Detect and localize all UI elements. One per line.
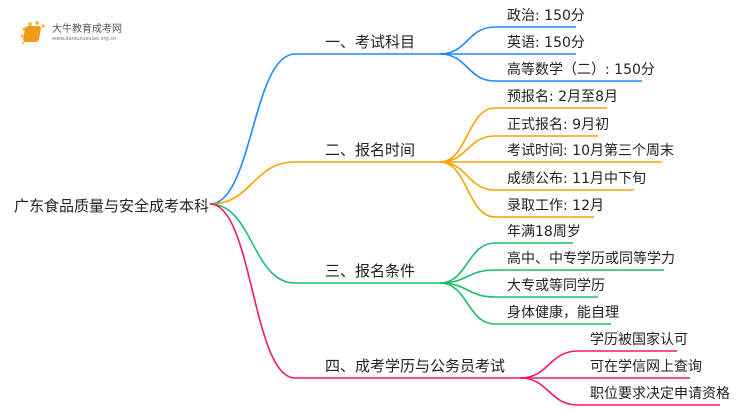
child-topic: 大专或等同学历 [507, 277, 605, 294]
child-topic: 高等数学（二）: 150分 [507, 61, 655, 78]
child-topic: 高中、中专学历或同等学力 [507, 250, 675, 267]
child-topic: 英语: 150分 [507, 34, 585, 51]
child-connector [439, 161, 594, 218]
child-connector [439, 26, 576, 55]
branch-connector [209, 203, 520, 379]
child-topic: 学历被国家认可 [590, 331, 688, 348]
root-topic: 广东食品质量与安全成考本科 [14, 197, 209, 215]
branch-connector [209, 53, 440, 205]
child-topic: 考试时间: 10月第三个周末 [507, 142, 674, 159]
branch-topic: 三、报名条件 [325, 262, 415, 280]
child-connector [439, 107, 607, 163]
branch-topic: 二、报名时间 [325, 141, 415, 159]
child-connector [439, 282, 611, 325]
branch-topic: 一、考试科目 [325, 33, 415, 51]
child-topic: 录取工作: 12月 [507, 198, 604, 214]
logo-title: 大牛教育成考网 [52, 24, 122, 35]
logo: 大牛教育成考网 www.daniuxuexiao.org.cn [18, 18, 138, 50]
child-connector [439, 269, 664, 284]
child-connector [439, 282, 598, 298]
logo-url: www.daniuxuexiao.org.cn [52, 36, 117, 42]
child-connector [519, 377, 720, 406]
child-connector [439, 135, 598, 163]
child-connector [439, 53, 642, 82]
child-topic: 政治: 150分 [507, 8, 585, 24]
child-topic: 成绩公布: 11月中下旬 [507, 171, 646, 187]
child-connector [439, 242, 573, 284]
child-topic: 职位要求决定申请资格 [590, 386, 730, 402]
child-topic: 年满18周岁 [507, 224, 581, 240]
branch-connector [209, 161, 440, 205]
child-topic: 身体健康，能自理 [507, 304, 619, 321]
child-topic: 可在学信网上查询 [590, 359, 702, 375]
child-topic: 正式报名: 9月初 [507, 116, 609, 133]
child-connector [519, 350, 677, 379]
child-connector [439, 161, 634, 191]
branch-topic: 四、成考学历与公务员考试 [325, 357, 505, 375]
branch-connector [209, 203, 440, 284]
child-topic: 预报名: 2月至8月 [507, 89, 618, 105]
